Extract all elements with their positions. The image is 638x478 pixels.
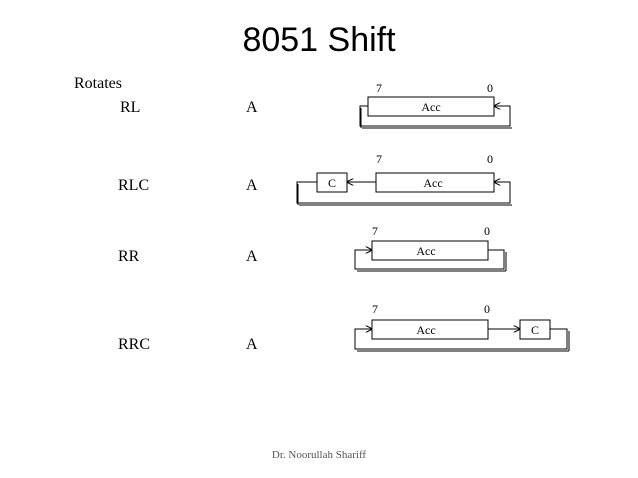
rl-diagram: 7 0 Acc <box>359 81 512 129</box>
rlc-rotate-path <box>296 182 511 204</box>
mnemonic-rlc: RLC <box>118 177 150 194</box>
rl-acc-label: Acc <box>421 100 440 114</box>
mnemonic-rl: RL <box>120 99 141 116</box>
rlc-acc-label: Acc <box>423 176 442 190</box>
section-label: Rotates <box>74 75 122 92</box>
operand-rr: A <box>246 248 258 265</box>
rlc-bit7-label: 7 <box>376 152 382 166</box>
rr-bit0-label: 0 <box>484 224 490 238</box>
rr-bit7-label: 7 <box>372 224 378 238</box>
rlc-diagram: 7 0 C Acc <box>296 152 512 206</box>
rl-bit7-label: 7 <box>376 81 382 95</box>
rrc-bit0-label: 0 <box>484 302 490 316</box>
rl-bit0-label: 0 <box>487 81 493 95</box>
operand-rl: A <box>246 99 258 116</box>
mnemonic-rr: RR <box>118 248 140 265</box>
slide-title: 8051 Shift <box>242 21 396 59</box>
rlc-bit0-label: 0 <box>487 152 493 166</box>
operand-rlc: A <box>246 177 258 194</box>
rrc-carry-label: C <box>531 323 539 337</box>
rrc-rotate-path <box>354 329 568 350</box>
rr-acc-label: Acc <box>416 244 435 258</box>
slide-footer: Dr. Noorullah Shariff <box>271 449 367 461</box>
rrc-acc-label: Acc <box>416 323 435 337</box>
operand-rrc: A <box>246 336 258 353</box>
rr-rotate-path <box>354 250 505 270</box>
rlc-carry-label: C <box>328 176 336 190</box>
rr-diagram: 7 0 Acc <box>354 224 507 272</box>
mnemonic-rrc: RRC <box>118 336 151 353</box>
rrc-diagram: 7 0 Acc C <box>354 302 570 352</box>
rrc-bit7-label: 7 <box>372 302 378 316</box>
rl-rotate-path <box>359 106 511 127</box>
